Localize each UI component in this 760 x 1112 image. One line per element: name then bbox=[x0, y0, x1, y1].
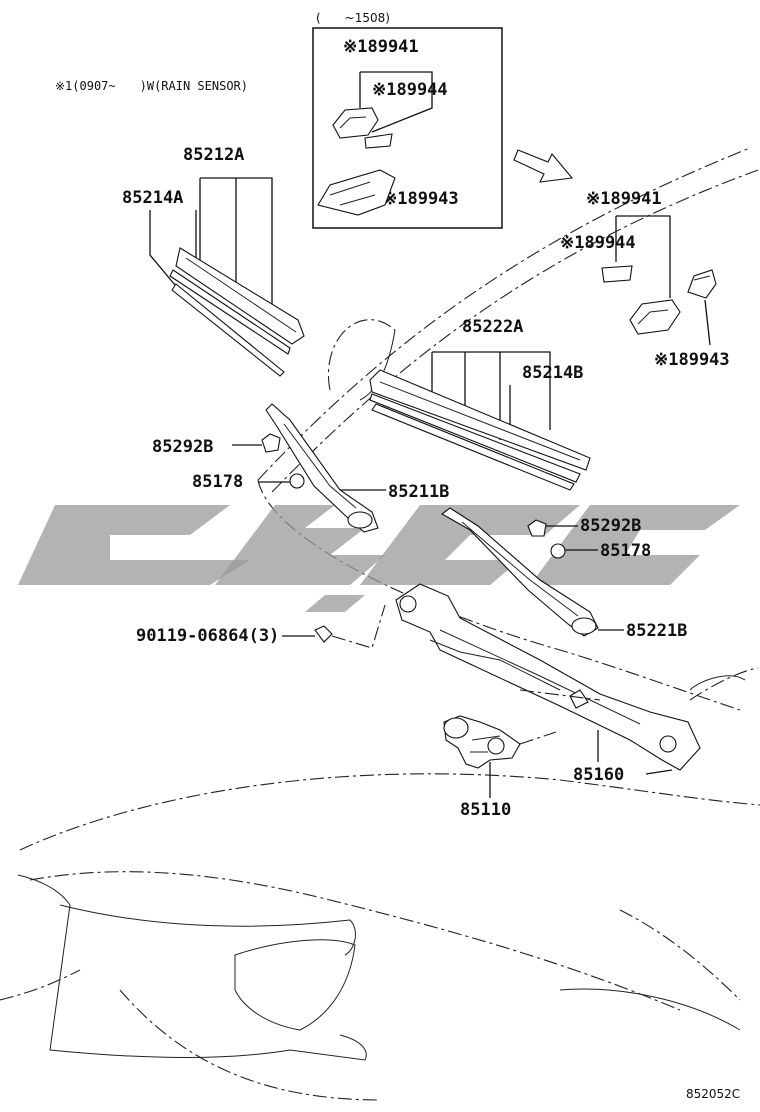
right-sensor-pad bbox=[601, 265, 633, 283]
left-wiper-arm bbox=[265, 403, 379, 533]
left-arm-group: 85292B 85178 85211B bbox=[152, 403, 449, 533]
left-arm-cap bbox=[261, 433, 281, 453]
label-85160: 85160 bbox=[573, 765, 624, 785]
label-85292B-right: 85292B bbox=[580, 516, 641, 536]
direction-arrow bbox=[513, 149, 574, 183]
right-arm-group: 85292B 85178 85221B bbox=[441, 507, 687, 641]
note-text: ※1(0907~ )W(RAIN SENSOR) bbox=[55, 79, 248, 93]
wiper-link bbox=[395, 583, 701, 771]
right-sensor-bracket bbox=[687, 269, 717, 299]
label-89941-right: ※189941 bbox=[586, 189, 662, 209]
label-89943-right: ※189943 bbox=[654, 350, 730, 370]
label-85222A: 85222A bbox=[462, 317, 523, 337]
label-85214B: 85214B bbox=[522, 363, 583, 383]
left-blade-rubber bbox=[169, 269, 291, 355]
label-85110: 85110 bbox=[460, 800, 511, 820]
label-85214A: 85214A bbox=[122, 188, 183, 208]
label-85211B: 85211B bbox=[388, 482, 449, 502]
label-89941-inset: ※189941 bbox=[343, 37, 419, 57]
label-90119: 90119-06864(3) bbox=[136, 626, 279, 646]
left-blade-group: 85212A 85214A bbox=[122, 145, 305, 377]
label-89943-inset: ※189943 bbox=[383, 189, 459, 209]
label-85221B: 85221B bbox=[626, 621, 687, 641]
right-blade-group: 85222A 85214B bbox=[369, 317, 591, 491]
label-89944-right: ※189944 bbox=[560, 233, 636, 253]
right-sensor-group: ※189941 ※189944 ※189943 bbox=[513, 149, 730, 370]
inset-header: ( ~1508) bbox=[316, 11, 390, 25]
label-85178-right: 85178 bbox=[600, 541, 651, 561]
label-85292B-left: 85292B bbox=[152, 437, 213, 457]
right-arm-cap bbox=[527, 519, 547, 537]
inset-box: ( ~1508) ※189941 ※189944 ※189943 bbox=[312, 11, 503, 229]
sensor-bracket-part bbox=[317, 169, 396, 216]
sensor-pad-part bbox=[364, 133, 393, 149]
catalog-code: 852052C bbox=[686, 1087, 740, 1101]
watermark bbox=[18, 505, 740, 612]
left-wiper-blade bbox=[175, 247, 305, 345]
rain-sensor-part bbox=[332, 107, 379, 139]
right-arm-nut bbox=[550, 543, 566, 559]
right-blade-rubber bbox=[369, 393, 581, 483]
label-85178-left: 85178 bbox=[192, 472, 243, 492]
motor-group: 85110 bbox=[443, 715, 557, 820]
label-85212A: 85212A bbox=[183, 145, 244, 165]
linkage-group: 90119-06864(3) 85160 bbox=[136, 583, 701, 785]
right-wiper-blade bbox=[369, 369, 591, 471]
mounting-bolt bbox=[314, 625, 333, 643]
right-rain-sensor bbox=[629, 299, 681, 335]
left-arm-nut bbox=[289, 473, 305, 489]
label-89944-inset: ※189944 bbox=[372, 80, 448, 100]
